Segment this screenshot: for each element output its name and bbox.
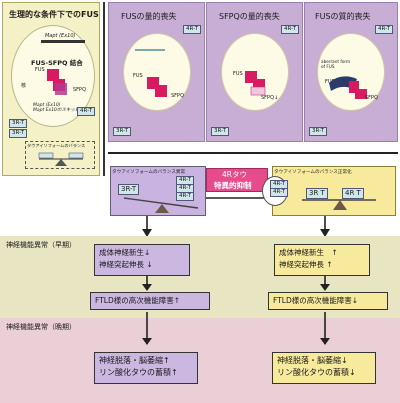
neurogenesis-line: 成体神経新生 ↑ [279, 248, 338, 257]
early-label: 神経機能異常（早期） [6, 241, 76, 249]
fus-quantitative-loss-panel: FUSの量的喪失 4R-T FUS SFPQ 3R-T [108, 2, 205, 142]
fus-label: FUS [35, 67, 45, 73]
down-arrow [142, 312, 152, 345]
balance-label: タウアイソフォームのバランス [27, 143, 86, 148]
phospho-tau-line: リン酸化タウの蓄積↑ [99, 368, 178, 377]
tau3r-tag: 3R-T [309, 127, 327, 136]
late-left-box: 神経脱落・脳萎縮↑ リン酸化タウの蓄積↑ [94, 352, 198, 384]
normalized-box [272, 166, 396, 216]
rna-line [135, 49, 165, 51]
down-arrow [320, 312, 330, 345]
panel-title: FUSの質的喪失 [315, 12, 371, 21]
mapt-skip-label: Mapt (Ex10) Mapt Ex10のスキッピング [33, 103, 89, 113]
tau4r-tag: 4R-T [77, 107, 95, 116]
tau4r-tag: 4R-T [375, 25, 393, 34]
sfpq-label: SFPQ [73, 87, 87, 93]
panel-title: FUSの量的喪失 [121, 12, 177, 21]
fus-sfpq-complex-icon [47, 69, 67, 95]
nucleus-ellipse [317, 33, 385, 111]
ftld-line: FTLD様の高次機能障害↑ [95, 296, 181, 305]
early-right-box: 成体神経新生 ↑ 神経突起伸長 ↑ [274, 244, 370, 276]
tau4r-tag: 4R-T [183, 25, 201, 34]
sfpq-label: SFPQ [171, 93, 185, 99]
early-right-ftld-box: FTLD様の高次機能障害↓ [268, 292, 388, 310]
early-left-box: 成体神経新生↓ 神経突起伸長 ↓ [94, 244, 190, 276]
mapt-top-label: Mapt (Ex10) [45, 33, 76, 39]
phospho-tau-line: リン酸化タウの蓄積↓ [277, 368, 356, 377]
late-right-box: 神経脱落・脳萎縮↓ リン酸化タウの蓄積↓ [272, 352, 376, 384]
fus-qualitative-loss-panel: FUSの質的喪失 4R-T aberrant form of FUS FUS S… [304, 2, 398, 142]
fus-sfpq-icon [245, 71, 266, 96]
mapt-gene-bar [41, 40, 85, 43]
ftld-line: FTLD様の高次機能障害↓ [273, 296, 359, 305]
tau3r-tag: 3R-T [211, 127, 229, 136]
fus-label: FUS [233, 71, 243, 77]
sfpq-quantitative-loss-panel: SFPQの量的喪失 4R-T FUS SFPQ↓ 3R-T [206, 2, 303, 142]
sfpq-label: SFPQ↓ [261, 95, 279, 101]
normal-title: 生理的な条件下でのFUS [9, 10, 99, 19]
suppress-line2: 特異的抑制 [214, 181, 252, 190]
neurite-line: 神経突起伸長 ↓ [99, 260, 153, 269]
down-arrow [320, 216, 330, 237]
tau4r-tag: 4R-T [281, 25, 299, 34]
neuron-loss-line: 神経脱落・脳萎縮↓ [277, 356, 348, 365]
panel-divider [103, 2, 105, 176]
aberrant-label: aberrant form of FUS [321, 59, 351, 69]
tau3r-tag-2: 3R-T [9, 129, 27, 138]
neuron-loss-line: 神経脱落・脳萎縮↑ [99, 356, 170, 365]
panel-title: SFPQの量的喪失 [219, 12, 280, 21]
tau3r-tag: 3R T [306, 188, 328, 199]
normalized-label: タウアイソフォームのバランス正常化 [274, 170, 352, 175]
tau3r-tag: 3R-T [118, 184, 140, 195]
tau4r-tag: 4R T [342, 188, 364, 199]
normal-condition-panel: 生理的な条件下でのFUS Mapt (Ex10) FUS-SFPQ 結合 FUS… [2, 2, 100, 176]
balance-inset [25, 141, 95, 169]
tau3r-tag: 3R-T [9, 119, 27, 128]
tilted-scale-icon [123, 197, 199, 213]
sfpq-label: SFPQ [365, 95, 379, 101]
down-arrow [142, 216, 152, 237]
imbalance-label: タウアイソフォームのバランス異常 [112, 170, 186, 175]
tau4r-tag-b: 4R-T [270, 188, 288, 197]
section-rule [108, 152, 398, 154]
tau4r-tag-c: 4R-T [176, 192, 194, 201]
neurogenesis-line: 成体神経新生↓ [99, 248, 151, 257]
aberrant-fus-icon [329, 76, 367, 99]
tau3r-tag: 3R-T [113, 127, 131, 136]
sfpq-icon [147, 77, 167, 97]
neurite-line: 神経突起伸長 ↑ [279, 260, 333, 269]
fus-label: FUS [325, 79, 335, 85]
late-label: 神経機能異常（晩期） [6, 323, 76, 331]
early-left-ftld-box: FTLD様の高次機能障害↑ [90, 292, 210, 310]
down-arrow [142, 276, 152, 291]
balance-scale-icon [38, 152, 84, 166]
fus-label: FUS [133, 73, 143, 79]
nucleus-label: 核 [21, 83, 27, 89]
nucleus-ellipse [123, 33, 191, 111]
balanced-scale-icon [302, 199, 376, 210]
down-arrow [320, 276, 330, 291]
suppress-line1: 4Rタウ [222, 170, 247, 179]
complex-label: FUS-SFPQ 結合 [31, 59, 83, 67]
